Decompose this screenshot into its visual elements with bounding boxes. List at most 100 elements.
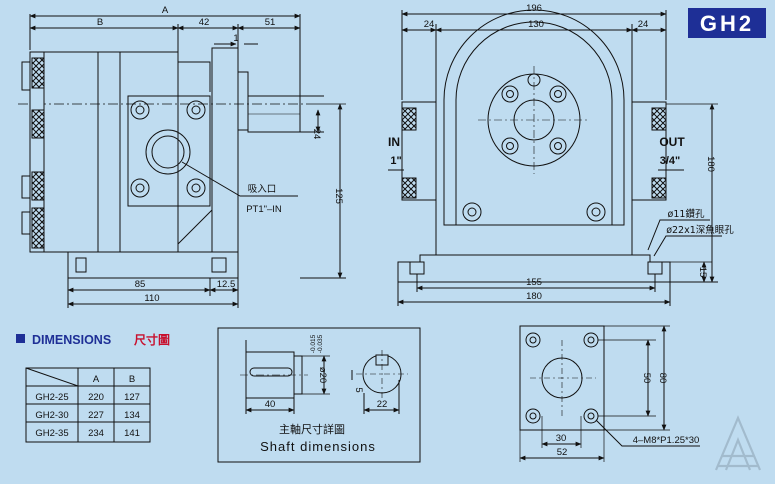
body-step — [178, 61, 211, 92]
body-slope — [177, 209, 213, 245]
body-arch — [443, 9, 625, 101]
dim-label-24-right: 24 — [638, 19, 649, 30]
bolt — [586, 202, 606, 222]
flange-bolts — [525, 332, 599, 424]
dim-label-22: 22 — [377, 399, 388, 410]
bolt — [549, 85, 567, 103]
dim-label-180-vertical: 180 — [705, 156, 716, 172]
tolerance-upper: -0.015 — [310, 334, 317, 353]
bolt-inner — [554, 142, 562, 150]
body-outline — [435, 100, 633, 256]
bolt-inner — [587, 412, 595, 420]
dim-label-12-5: 12.5 — [217, 279, 236, 290]
in-port-hatch — [401, 107, 417, 131]
shaft-detail: 40 ø20 -0.015 -0.035 5 22 主軸尺寸詳圖 Shaft d… — [217, 327, 421, 463]
hole-leader-2 — [653, 235, 722, 257]
hole-leader-1 — [647, 219, 710, 251]
dim-label-B: B — [97, 17, 103, 28]
bolt — [130, 100, 150, 120]
dim-label-80: 80 — [657, 373, 668, 384]
dim-label-15: 15 — [697, 267, 708, 278]
hatch-block — [31, 207, 45, 249]
body-inner — [443, 100, 625, 226]
hatch-block — [31, 109, 45, 139]
dim-label-A: A — [162, 5, 169, 16]
bolt — [549, 137, 567, 155]
bolt-inner — [135, 105, 145, 115]
dim-label-51: 51 — [265, 17, 276, 28]
dim-label-5: 5 — [353, 387, 364, 392]
bolt-spec-leader — [595, 419, 700, 447]
hole-callout-2: ø22x1深魚眼孔 — [666, 224, 734, 236]
logo-mark — [714, 415, 762, 471]
in-port-body — [401, 101, 437, 201]
table-cell-b: 134 — [124, 410, 140, 421]
bolt — [527, 73, 541, 87]
dim-label-24: 24 — [311, 129, 322, 140]
table-cell-a: 227 — [88, 410, 104, 421]
dim-label-phi20: ø20 — [317, 367, 328, 383]
table-cell-a: 220 — [88, 392, 104, 403]
base-slot — [409, 261, 425, 275]
model-badge-text: GH2 — [700, 11, 754, 36]
dim-label-24-left: 24 — [424, 19, 435, 30]
logo-mark — [724, 437, 752, 471]
logo-mark — [718, 454, 758, 468]
dimensions-title: DIMENSIONS 尺寸圖 — [16, 332, 170, 347]
bolt-inner — [529, 336, 537, 344]
inlet-port-inner — [151, 135, 185, 169]
hatch-tab — [21, 61, 31, 91]
base-slot — [647, 261, 663, 275]
bolt — [186, 178, 206, 198]
base-slot — [211, 257, 227, 273]
dim-label-125: 125 — [333, 188, 344, 204]
shaft-keyway — [249, 367, 293, 377]
inlet-port-circle — [145, 129, 191, 175]
base-plate — [67, 251, 239, 279]
table-cell-model: GH2-25 — [35, 392, 68, 403]
table-row: GH2-30 227 134 — [35, 410, 140, 421]
tolerance-lower: -0.035 — [317, 334, 324, 353]
inlet-leader — [181, 161, 298, 197]
bolt-inner — [506, 90, 514, 98]
bolt-inner — [467, 207, 477, 217]
dim-label-85: 85 — [135, 279, 146, 290]
hatch-tab — [21, 175, 31, 199]
table-cell-model: GH2-30 — [35, 410, 68, 421]
table-row: GH2-35 234 141 — [35, 428, 140, 439]
bolt — [525, 408, 541, 424]
bolt — [130, 178, 150, 198]
inlet-bolts — [130, 100, 206, 198]
front-bolts — [462, 73, 606, 222]
hatch-block — [31, 57, 45, 89]
dim-label-30: 30 — [556, 433, 567, 444]
dim-label-130: 130 — [528, 19, 544, 30]
dimensions-table: A B GH2-25 220 127 GH2-30 227 134 GH2-35… — [25, 367, 151, 443]
bolt-inner — [554, 90, 562, 98]
bolt-inner — [591, 207, 601, 217]
hatch-tab — [21, 211, 31, 235]
out-port-hatch — [651, 177, 667, 199]
hole-callout-1: ø11鑽孔 — [668, 208, 705, 220]
pump-body — [43, 51, 179, 253]
dim-label-52: 52 — [557, 447, 568, 458]
bolt — [501, 137, 519, 155]
model-badge-bg — [688, 8, 766, 38]
in-label: IN — [388, 135, 400, 149]
model-badge: GH2 — [688, 8, 766, 38]
bolt-inner — [191, 105, 201, 115]
front-flange — [211, 47, 239, 253]
bolt-inner — [135, 183, 145, 193]
base-slot — [75, 257, 87, 273]
table-cell-b: 127 — [124, 392, 140, 403]
in-port-hatch — [401, 177, 417, 199]
table-diagonal — [25, 367, 79, 387]
company-logo — [714, 415, 762, 471]
out-port-hatch — [651, 107, 667, 131]
shaft-detail-frame — [217, 327, 421, 463]
dim-label-155: 155 — [526, 277, 542, 288]
bolt — [501, 85, 519, 103]
side-view: A B 42 51 1 — [18, 5, 346, 308]
